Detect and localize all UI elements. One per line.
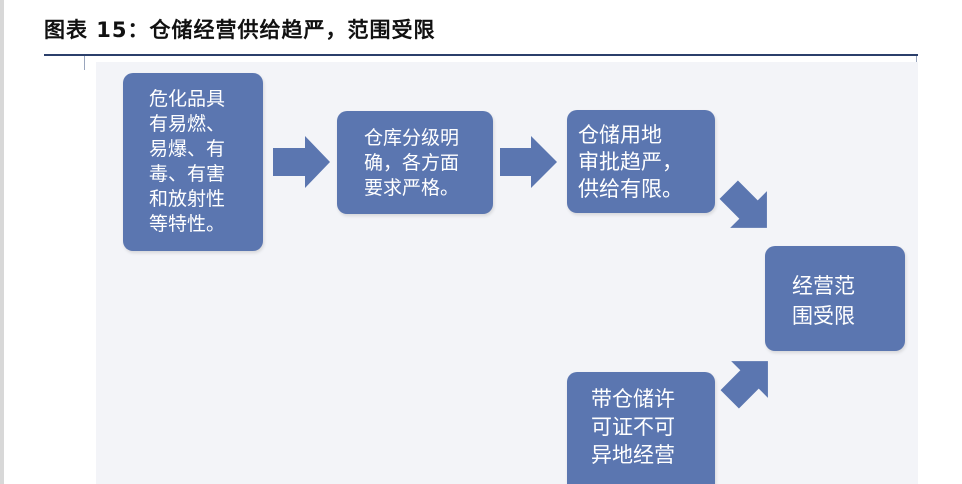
node-hazard-properties: 危化品具 有易燃、 易爆、有 毒、有害 和放射性 等特性。 <box>123 73 263 251</box>
node-strict-requirements: 仓库分级明 确，各方面 要求严格。 <box>337 111 493 214</box>
title-rule <box>44 54 918 56</box>
arrow-strict-to-land <box>500 136 557 188</box>
node-scope-limited: 经营范 围受限 <box>765 246 905 351</box>
figure-title: 图表 15：仓储经营供给趋严，范围受限 <box>44 18 436 42</box>
node-land-supply-limited: 仓储用地 审批趋严， 供给有限。 <box>567 110 715 213</box>
node-line: 审批趋严， <box>578 150 683 174</box>
node-line: 围受限 <box>792 304 855 328</box>
node-line: 等特性。 <box>149 213 226 235</box>
node-line: 供给有限。 <box>578 177 683 201</box>
node-line: 毒、有害 <box>149 163 226 185</box>
node-line: 经营范 <box>792 274 855 298</box>
arrow-land-to-limited <box>719 180 767 228</box>
node-line: 易爆、有 <box>149 138 226 160</box>
rule-tick-left <box>84 56 85 70</box>
node-line: 仓储用地 <box>578 123 662 147</box>
arrow-permit-to-limited <box>720 361 768 409</box>
node-line: 确，各方面 <box>364 152 460 174</box>
node-line: 异地经营 <box>591 443 675 467</box>
node-line: 和放射性 <box>149 188 226 210</box>
arrow-hazard-to-strict <box>273 136 330 188</box>
node-line: 有易燃、 <box>149 113 226 135</box>
node-line: 带仓储许 <box>591 387 675 411</box>
node-line: 仓库分级明 <box>364 127 460 149</box>
node-line: 可证不可 <box>591 415 675 439</box>
page-edge <box>0 0 4 484</box>
node-permit-no-remote: 带仓储许 可证不可 异地经营 <box>567 372 715 484</box>
node-line: 危化品具 <box>149 88 226 110</box>
node-line: 要求严格。 <box>364 177 460 199</box>
